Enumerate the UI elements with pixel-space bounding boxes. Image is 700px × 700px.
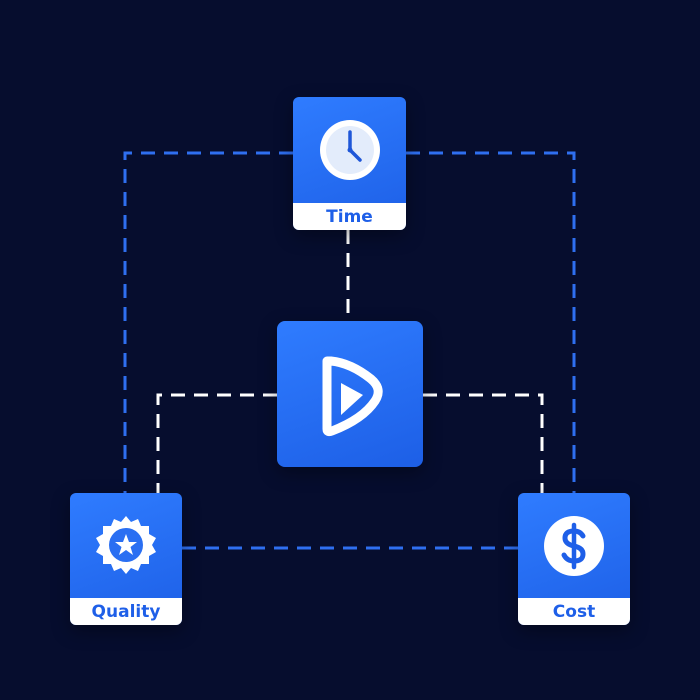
node-cost: Cost [518, 493, 630, 625]
badge-star-icon [96, 515, 156, 574]
brand-logo-icon [322, 356, 383, 437]
edge-time-quality [123, 151, 293, 493]
clock-icon [319, 120, 380, 180]
dollar-icon [544, 515, 604, 576]
edge-time-cost [406, 151, 576, 493]
edge-center-quality [156, 393, 277, 493]
node-quality-label: Quality [70, 598, 182, 625]
node-time-label: Time [293, 203, 406, 230]
node-quality: Quality [70, 493, 182, 625]
node-time: Time [293, 97, 406, 230]
node-center [277, 321, 423, 467]
node-cost-label: Cost [518, 598, 630, 625]
edge-center-cost [423, 393, 544, 493]
